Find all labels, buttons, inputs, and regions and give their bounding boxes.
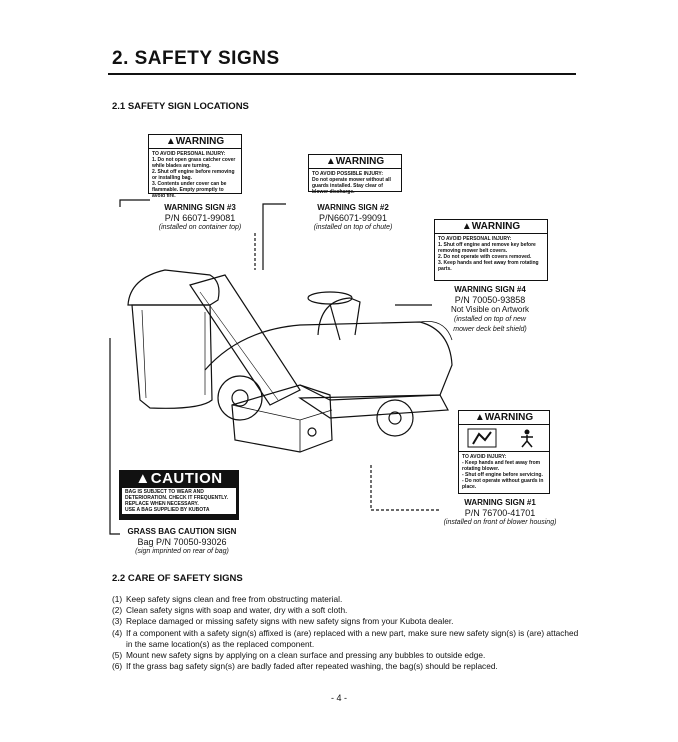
sign4-part-number: P/N 70050-93858 (425, 295, 555, 305)
warning-triangle-icon: ▲ (462, 221, 472, 232)
care-item: (3)Replace damaged or missing safety sig… (112, 616, 582, 627)
sign4-label: WARNING SIGN #4 (454, 285, 526, 294)
sign2-part-number: P/N66071-99091 (288, 213, 418, 223)
caution-note: (sign imprinted on rear of bag) (112, 547, 252, 557)
sign3-text-1: 1. Do not open grass catcher cover while… (152, 157, 238, 169)
care-item-number: (3) (112, 616, 126, 627)
warning-sign-1-decal: ▲WARNING TO AVOID INJURY: - Keep hands a… (458, 410, 550, 494)
care-item-number: (6) (112, 661, 126, 672)
sign3-label: WARNING SIGN #3 (164, 203, 236, 212)
sign2-caption: WARNING SIGN #2 P/N66071-99091 (installe… (288, 203, 418, 233)
sign2-note: (installed on top of chute) (288, 223, 418, 233)
care-list: (1)Keep safety signs clean and free from… (112, 594, 582, 672)
person-hazard-pictogram-icon (512, 428, 542, 448)
sign1-text-3: - Do not operate without guards in place… (462, 478, 546, 490)
care-item-text: Replace damaged or missing safety signs … (126, 616, 453, 627)
tractor-body (205, 322, 452, 400)
sign1-label: WARNING SIGN #1 (464, 498, 536, 507)
sign4-caption: WARNING SIGN #4 P/N 70050-93858 Not Visi… (425, 285, 555, 335)
care-item: (1)Keep safety signs clean and free from… (112, 594, 582, 605)
warning-triangle-icon: ▲ (326, 156, 336, 167)
sign3-text-3: 3. Contents under cover can be flammable… (152, 181, 238, 199)
caution-label: GRASS BAG CAUTION SIGN (128, 527, 237, 536)
sign3-note: (installed on container top) (130, 223, 270, 233)
sign2-warning-word: WARNING (336, 156, 384, 167)
sign4-text-3: 3. Keep hands and feet away from rotatin… (438, 260, 544, 272)
sign1-caption: WARNING SIGN #1 P/N 76700-41701 (install… (430, 498, 570, 528)
care-item: (4)If a component with a safety sign(s) … (112, 628, 582, 650)
warning-sign-3-decal: ▲WARNING TO AVOID PERSONAL INJURY: 1. Do… (148, 134, 242, 194)
hand-injury-pictogram-icon (467, 428, 497, 448)
care-item-text: If the grass bag safety sign(s) are badl… (126, 661, 498, 672)
sign1-part-number: P/N 76700-41701 (430, 508, 570, 518)
care-item: (2)Clean safety signs with soap and wate… (112, 605, 582, 616)
warning-sign-4-decal: ▲WARNING TO AVOID PERSONAL INJURY: 1. Sh… (434, 219, 548, 281)
care-item: (5)Mount new safety signs by applying on… (112, 650, 582, 661)
sign1-warning-word: WARNING (485, 412, 533, 423)
caution-caption: GRASS BAG CAUTION SIGN Bag P/N 70050-930… (112, 527, 252, 557)
sign4-not-visible: Not Visible on Artwork (425, 305, 555, 315)
sign4-note-2: mower deck belt shield) (425, 325, 555, 335)
care-item: (6)If the grass bag safety sign(s) are b… (112, 661, 582, 672)
caution-triangle-icon: ▲ (135, 470, 150, 487)
caution-part-number: Bag P/N 70050-93026 (112, 537, 252, 547)
sign3-warning-word: WARNING (176, 136, 224, 147)
care-item-text: Mount new safety signs by applying on a … (126, 650, 485, 661)
care-item-number: (4) (112, 628, 126, 650)
care-item-number: (1) (112, 594, 126, 605)
care-item-text: If a component with a safety sign(s) aff… (126, 628, 582, 650)
caution-text-1: USE A BAG SUPPLIED BY KUBOTA (125, 507, 233, 513)
sign4-note-1: (installed on top of new (425, 315, 555, 325)
care-item-text: Keep safety signs clean and free from ob… (126, 594, 342, 605)
caution-text-0: BAG IS SUBJECT TO WEAR AND DETERIORATION… (125, 489, 233, 507)
sign3-text-2: 2. Shut off engine before removing or in… (152, 169, 238, 181)
sign2-label: WARNING SIGN #2 (317, 203, 389, 212)
sign1-note: (installed on front of blower housing) (430, 518, 570, 528)
front-wheel (377, 400, 413, 436)
warning-triangle-icon: ▲ (475, 412, 485, 423)
caution-word: CAUTION (151, 470, 223, 487)
care-item-text: Clean safety signs with soap and water, … (126, 605, 347, 616)
sign3-caption: WARNING SIGN #3 P/N 66071-99081 (install… (130, 203, 270, 233)
sign4-text-1: 1. Shut off engine and remove key before… (438, 242, 544, 254)
warning-sign-2-decal: ▲WARNING TO AVOID POSSIBLE INJURY: Do no… (308, 154, 402, 192)
subsection-title-care: 2.2 CARE OF SAFETY SIGNS (112, 573, 243, 584)
warning-triangle-icon: ▲ (166, 136, 176, 147)
sign1-text-1: - Keep hands and feet away from rotating… (462, 460, 546, 472)
sign2-text-1: Do not operate mower without all guards … (312, 177, 398, 195)
care-item-number: (5) (112, 650, 126, 661)
sign4-warning-word: WARNING (472, 221, 520, 232)
sign3-part-number: P/N 66071-99081 (130, 213, 270, 223)
care-item-number: (2) (112, 605, 126, 616)
grass-bag-caution-decal: ▲CAUTION BAG IS SUBJECT TO WEAR AND DETE… (119, 470, 239, 520)
page-number: - 4 - (0, 693, 678, 703)
